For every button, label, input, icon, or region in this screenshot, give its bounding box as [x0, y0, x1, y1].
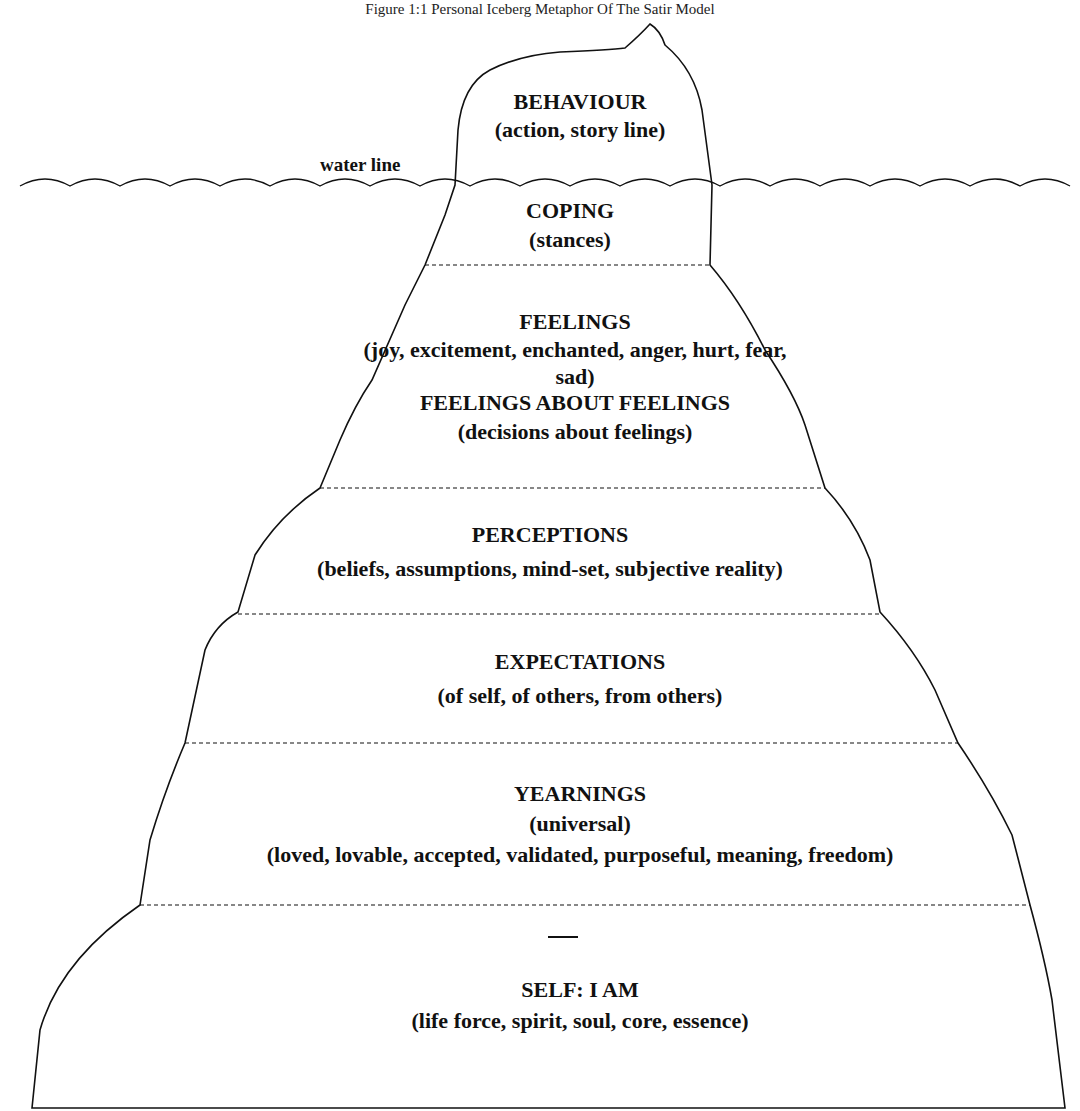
band-text: (life force, spirit, soul, core, essence…: [411, 1008, 748, 1034]
iceberg-band: BEHAVIOUR(action, story line): [455, 52, 705, 180]
band-text: (action, story line): [495, 117, 665, 143]
band-heading: EXPECTATIONS: [495, 649, 665, 675]
iceberg-band: EXPECTATIONS (of self, of others, from ot…: [215, 617, 945, 741]
band-text: (decisions about feelings): [458, 419, 693, 445]
band-text: (joy, excitement, enchanted, anger, hurt…: [355, 337, 795, 390]
iceberg-band: FEELINGS(joy, excitement, enchanted, ang…: [345, 268, 805, 486]
band-heading: FEELINGS: [519, 309, 630, 335]
water-line-label: water line: [318, 154, 402, 176]
band-heading: PERCEPTIONS: [472, 522, 628, 548]
figure-title: Figure 1:1 Personal Iceberg Metaphor Of …: [0, 0, 1080, 18]
band-heading: COPING: [526, 198, 614, 224]
band-text: FEELINGS ABOUT FEELINGS: [420, 390, 730, 416]
band-text: (of self, of others, from others): [438, 683, 723, 709]
band-dividers: [140, 265, 1030, 905]
water-line-waves: [20, 179, 1070, 186]
iceberg-band: SELF: I AM (life force, spirit, soul, cor…: [120, 908, 1040, 1103]
iceberg-band: PERCEPTIONS (beliefs, assumptions, mind-s…: [228, 492, 872, 612]
iceberg-band: YEARNINGS (universal) (loved, lovable, acc…: [150, 746, 1010, 903]
band-heading: BEHAVIOUR: [514, 89, 647, 115]
band-heading: YEARNINGS: [514, 781, 646, 807]
band-text: (loved, lovable, accepted, validated, pu…: [267, 842, 894, 868]
band-text: (universal): [529, 811, 630, 837]
small-dash: [548, 936, 578, 938]
iceberg-band: COPING (stances): [430, 188, 710, 263]
band-text: (beliefs, assumptions, mind-set, subject…: [317, 556, 783, 582]
band-heading: SELF: I AM: [521, 977, 638, 1003]
iceberg-outline: [32, 24, 1065, 1108]
band-text: (stances): [529, 227, 611, 253]
